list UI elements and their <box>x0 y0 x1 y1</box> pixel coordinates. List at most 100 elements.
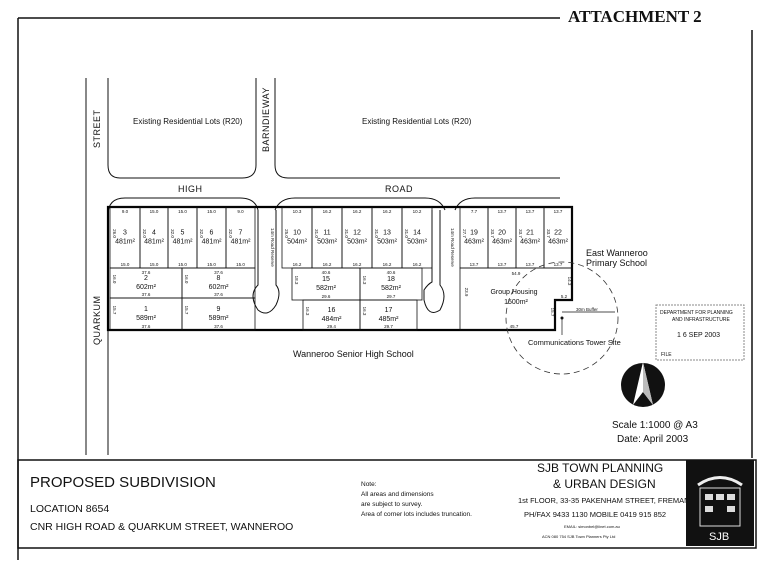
lot-dimension-side: 25.0 <box>284 229 289 238</box>
note-heading: Note: <box>361 481 377 488</box>
lot-number: 14 <box>413 230 421 237</box>
lot-number: 16 <box>328 307 336 314</box>
attachment-label: ATTACHMENT 2 <box>568 7 702 26</box>
dept-stamp: DEPARTMENT FOR PLANNING AND INFRASTRUCTU… <box>655 304 745 361</box>
lot-dimension-bottom: 16.2 <box>323 262 332 267</box>
lot-dimension-top: 16.2 <box>383 209 392 214</box>
lot-dimension-top: 7.7 <box>471 209 478 214</box>
lot-dimension-bottom: 16.2 <box>383 262 392 267</box>
svg-text:SJB: SJB <box>709 531 729 543</box>
lot-dimension-side: 16.3 <box>362 276 367 285</box>
lot-number: 4 <box>152 230 156 237</box>
lot-number: 17 <box>385 307 393 314</box>
firm-name: SJB TOWN PLANNING <box>537 461 663 475</box>
svg-text:DEPARTMENT FOR PLANNING: DEPARTMENT FOR PLANNING <box>660 310 733 316</box>
lot-area: 582m² <box>381 285 402 292</box>
lot-dimension-side: 31.0 <box>404 229 409 238</box>
lot-dimension-bottom: 15.0 <box>178 262 187 267</box>
lot-dimension-bottom: 13.7 <box>526 262 535 267</box>
lot-dimension-bottom: 15.0 <box>236 262 245 267</box>
group-housing-dim-step: 5.2 <box>561 294 568 299</box>
lot-dimension-bottom: 29.7 <box>387 294 396 299</box>
lot-9[interactable] <box>181 297 256 331</box>
lot-dimension-side: 33.7 <box>546 229 551 238</box>
lot-area: 463m² <box>520 239 541 246</box>
firm-acn: ACN 080 754 SJB Town Planners Pty Ltd <box>542 534 615 539</box>
lot-dimension-side: 31.0 <box>344 229 349 238</box>
senior-high-school-label: Wanneroo Senior High School <box>293 349 414 359</box>
lot-dimension-side: 31.0 <box>314 229 319 238</box>
lot-dimension-side: 18.3 <box>294 276 299 285</box>
lot-area: 481m² <box>115 239 136 246</box>
lot-dimension-side: 32.0 <box>142 229 147 238</box>
street-label-quarkum: QUARKUM <box>92 295 102 345</box>
lot-number: 22 <box>554 230 562 237</box>
lot-number: 6 <box>210 230 214 237</box>
lot-dimension-side: 32.0 <box>199 229 204 238</box>
lot-grid <box>109 206 573 331</box>
lot-number: 9 <box>217 306 221 313</box>
street-label-way: WAY <box>261 87 271 108</box>
lot-area: 582m² <box>316 285 337 292</box>
lot-dimension-side: 16.3 <box>362 307 367 316</box>
lot-area: 602m² <box>209 284 230 291</box>
plan-title: PROPOSED SUBDIVISION <box>30 474 216 491</box>
lot-dimension-side: 15.7 <box>112 306 117 315</box>
lot-area: 485m² <box>379 316 400 323</box>
group-housing-lot[interactable] <box>459 267 573 331</box>
lot-dimension-bottom: 15.0 <box>150 262 159 267</box>
existing-lots-left: Existing Residential Lots (R20) <box>133 117 243 126</box>
note-line: are subject to survey. <box>361 501 422 508</box>
lot-dimension-top: 15.0 <box>207 209 216 214</box>
lot-area: 481m² <box>231 239 252 246</box>
lot-dimension-bottom: 16.2 <box>353 262 362 267</box>
street-label-barndie: BARNDIE <box>261 108 271 152</box>
date-label: Date: April 2003 <box>617 434 689 445</box>
lot-dimension-side: 32.0 <box>170 229 175 238</box>
lot-dimension-top: 13.7 <box>526 209 535 214</box>
lot-dimension-bottom: 37.6 <box>142 292 151 297</box>
lot-area: 503m² <box>317 239 338 246</box>
lot-area: 503m² <box>407 239 428 246</box>
lot-number: 13 <box>383 230 391 237</box>
group-housing-area: 1500m² <box>504 299 528 306</box>
lot-number: 2 <box>144 275 148 282</box>
north-arrow-icon <box>621 362 665 407</box>
lot-17[interactable] <box>359 299 418 331</box>
buffer-label: 30m Buffer <box>576 307 598 312</box>
lot-dimension-top: 40.6 <box>322 270 331 275</box>
address-label: CNR HIGH ROAD & QUARKUM STREET, WANNEROO <box>30 521 293 533</box>
lot-area: 463m² <box>548 239 569 246</box>
lot-number: 12 <box>353 230 361 237</box>
lot-dimension-bottom: 13.7 <box>498 262 507 267</box>
lot-dimension-top: 40.6 <box>387 270 396 275</box>
firm-address: 1st FLOOR, 33-35 PAKENHAM STREET, FREMAN… <box>518 496 703 505</box>
street-label-street: STREET <box>92 109 102 148</box>
svg-text:FILE: FILE <box>661 352 672 358</box>
lot-number: 5 <box>181 230 185 237</box>
lot-dimension-bottom: 15.0 <box>207 262 216 267</box>
lot-dimension-top: 15.0 <box>178 209 187 214</box>
lot-number: 7 <box>239 230 243 237</box>
lot-dimension-side: 16.3 <box>305 307 310 316</box>
lot-number: 11 <box>323 230 330 237</box>
lot-dimension-bottom: 29.7 <box>384 324 393 329</box>
location-label: LOCATION 8654 <box>30 503 109 515</box>
lot-dimension-top: 9.0 <box>122 209 129 214</box>
note-line: All areas and dimensions <box>361 491 434 498</box>
lot-dimension-bottom: 13.7 <box>470 262 479 267</box>
lot-area: 481m² <box>202 239 223 246</box>
tower-site-label: Communications Tower Site <box>528 338 621 347</box>
road-reserve-label: 14m Road Reserve <box>270 228 275 267</box>
svg-text:1 6 SEP 2003: 1 6 SEP 2003 <box>677 332 720 339</box>
lot-number: 10 <box>293 230 301 237</box>
lot-dimension-top: 10.3 <box>293 209 302 214</box>
lot-dimension-side: 32.0 <box>228 229 233 238</box>
tower-buffer-circle <box>505 261 619 375</box>
firm-phone: PH/FAX 9433 1130 MOBILE 0419 915 852 <box>524 510 666 519</box>
lot-number: 20 <box>498 230 506 237</box>
primary-school-label-1: East Wanneroo <box>586 248 648 258</box>
firm-name-2: & URBAN DESIGN <box>553 477 656 491</box>
group-housing-dim-bottom: 45.7 <box>510 324 519 329</box>
